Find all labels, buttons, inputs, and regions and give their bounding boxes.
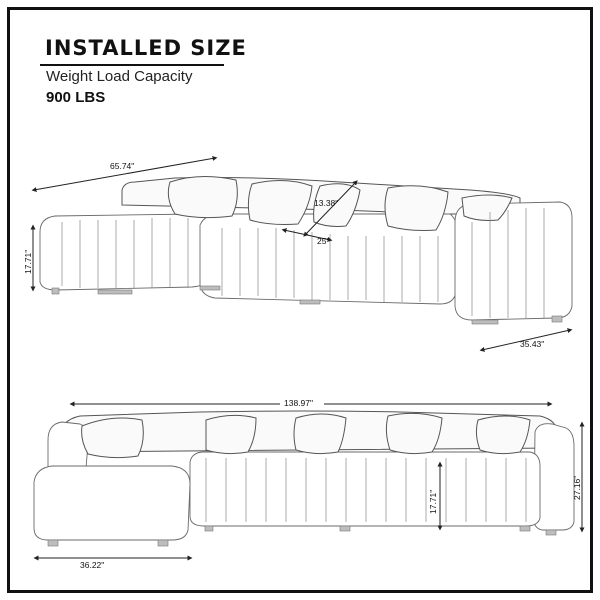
top-width-dimension-line — [31, 155, 218, 193]
cushion-height-dimension-line — [303, 180, 358, 237]
top-width-label: 65.74" — [110, 161, 134, 171]
arm-depth-dimension-line — [479, 328, 573, 352]
top-sofa-view — [39, 175, 573, 325]
cushion-depth-dimension-line — [281, 228, 333, 242]
cushion-depth-label: 25" — [317, 236, 329, 246]
page-title: INSTALLED SIZE — [45, 36, 247, 60]
total-width-label-bg — [280, 397, 324, 409]
title-underline — [40, 64, 224, 66]
arm-depth-label: 35.43" — [520, 339, 544, 349]
cushion-height-label: 13.38" — [314, 198, 338, 208]
bottom-sofa-view — [33, 410, 575, 547]
total-height-label: 27.16" — [572, 476, 582, 500]
chaise-height-label: 17.71" — [23, 250, 33, 274]
capacity-value: 900 LBS — [46, 89, 106, 106]
capacity-label: Weight Load Capacity — [46, 68, 193, 85]
seat-height-label: 17.71" — [428, 490, 438, 514]
ottoman-width-label: 36.22" — [80, 560, 104, 570]
total-width-label: 138.97" — [284, 398, 313, 408]
